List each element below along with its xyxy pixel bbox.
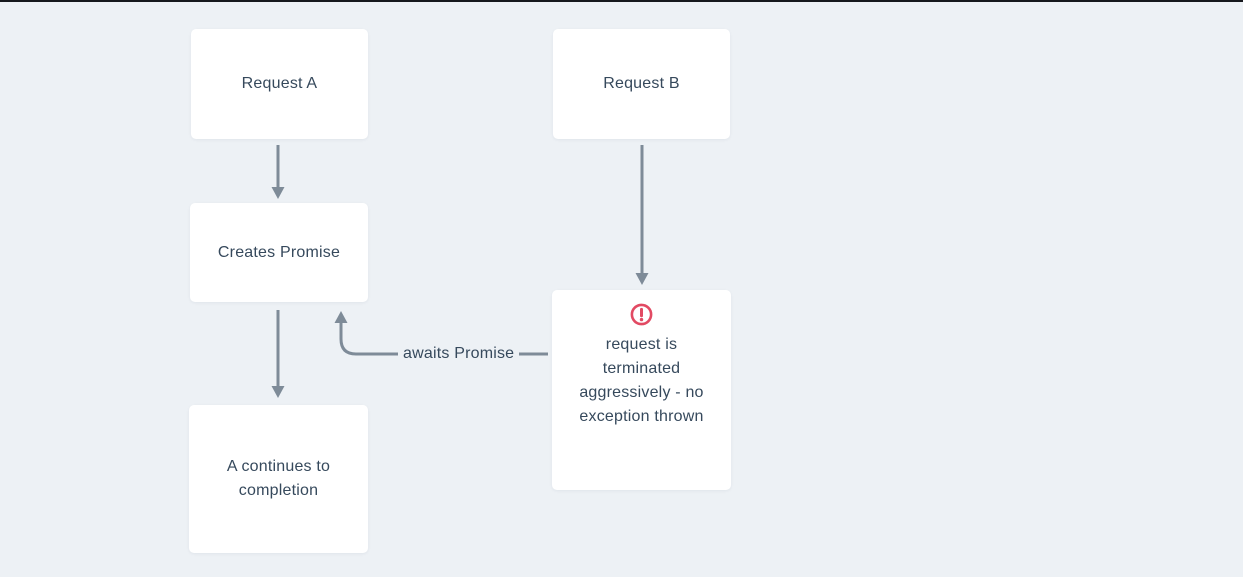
arrow-request-b-to-terminated — [635, 145, 649, 285]
warning-circle-icon — [630, 303, 653, 326]
node-creates-promise: Creates Promise — [190, 203, 368, 302]
node-request-a: Request A — [191, 29, 368, 139]
node-request-b: Request B — [553, 29, 730, 139]
node-a-continues-label: A continues to completion — [226, 458, 331, 499]
node-a-continues-to-completion: A continues to completion — [189, 405, 368, 553]
arrow-terminated-to-creates-promise — [334, 311, 548, 356]
node-creates-promise-label: Creates Promise — [217, 243, 341, 261]
node-request-b-label: Request B — [603, 75, 680, 92]
node-request-terminated: request is terminated aggressively - no … — [552, 290, 731, 490]
edge-label-awaits-promise: awaits Promise — [398, 342, 520, 366]
arrow-request-a-to-creates-promise — [271, 145, 285, 199]
arrow-creates-promise-to-a-continues — [271, 310, 285, 398]
node-request-a-label: Request A — [241, 75, 318, 92]
node-terminated-label: request is terminated aggressively - no … — [579, 336, 704, 425]
